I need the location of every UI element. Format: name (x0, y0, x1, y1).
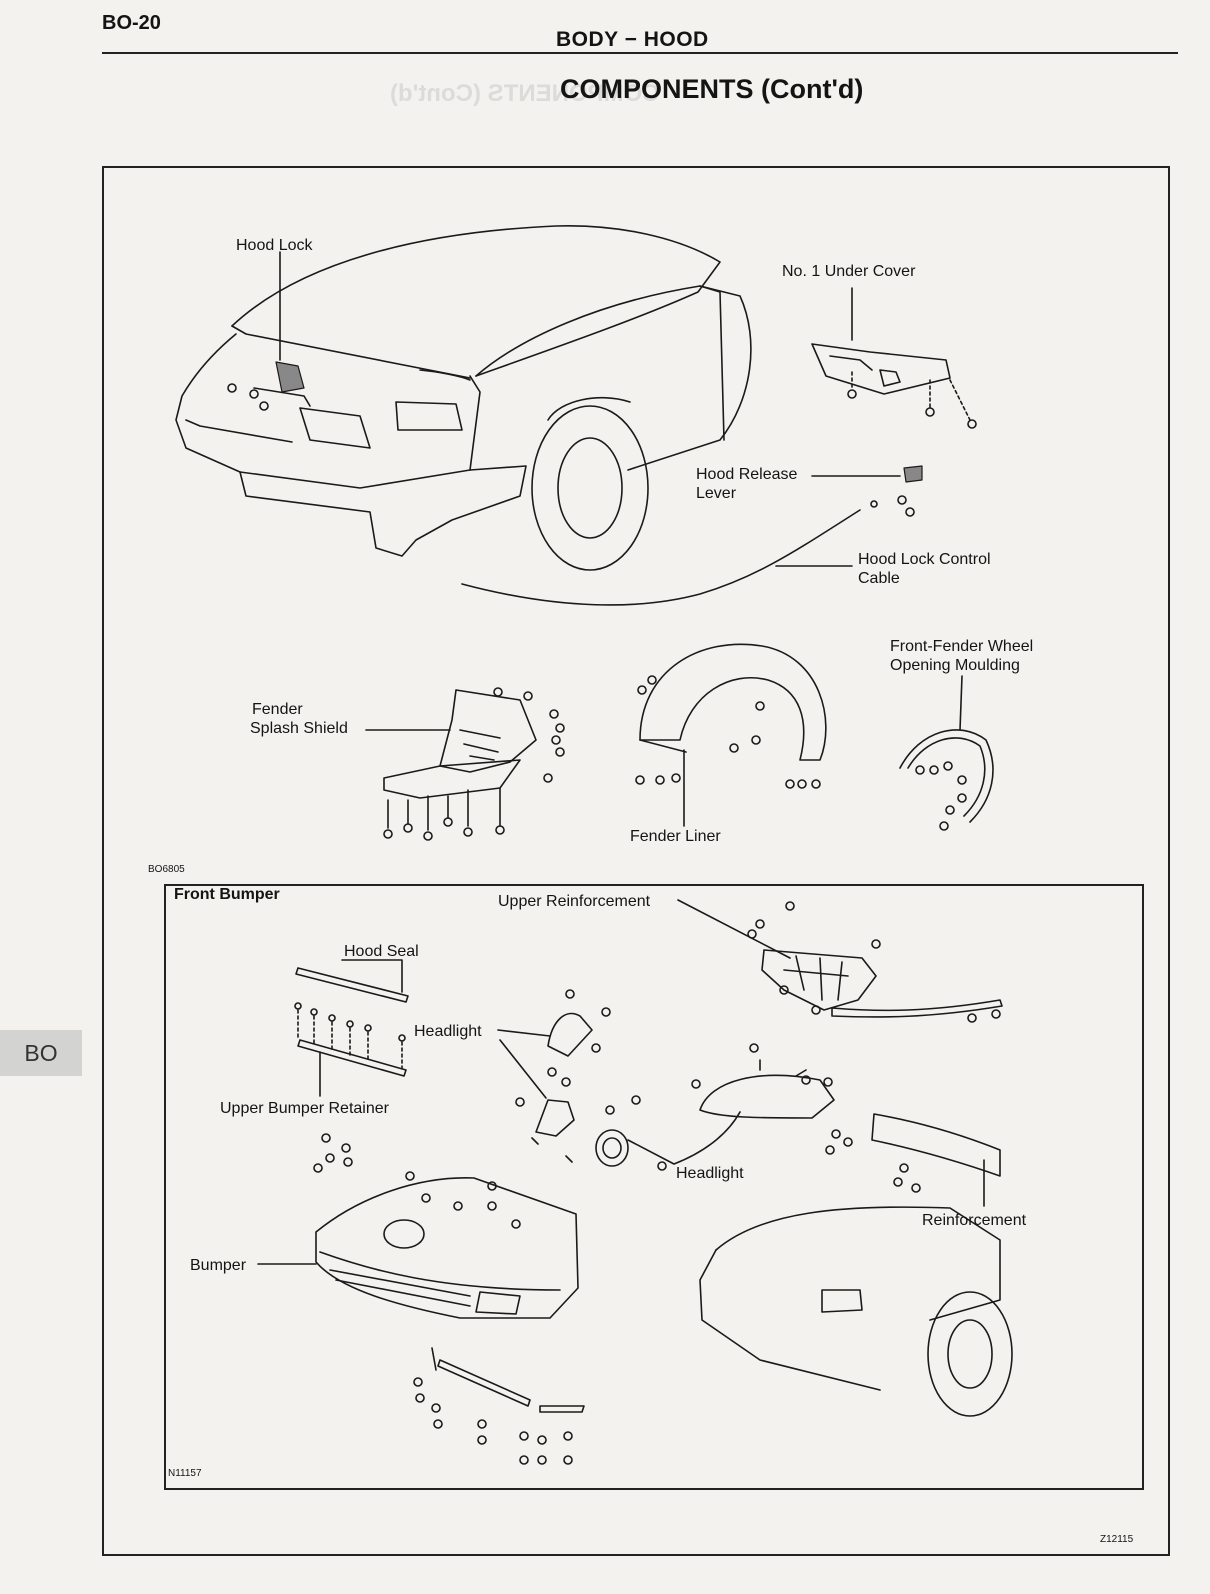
label-headlight-right: Headlight (676, 1165, 744, 1182)
wheel-opening-moulding-part (899, 675, 994, 831)
label-upper-reinforcement: Upper Reinforcement (498, 893, 651, 910)
bumper-cover-part (257, 1133, 579, 1319)
figure-code-corner: Z12115 (1100, 1534, 1134, 1545)
label-hood-release-lever-line1: Hood Release (696, 466, 798, 483)
diagram-frame (102, 166, 1170, 1556)
label-fender-splash-shield-line2: Splash Shield (250, 720, 348, 737)
page-number: BO-20 (102, 12, 161, 34)
label-hood-seal: Hood Seal (344, 943, 419, 960)
fender-liner-part (635, 643, 827, 827)
label-fender-liner: Fender Liner (630, 828, 721, 845)
label-hood-release-lever-line2: Lever (696, 485, 737, 502)
front-bumper-frame (164, 884, 1144, 1490)
headlight-bracket-part (499, 1039, 575, 1163)
section-title: BODY − HOOD (556, 28, 709, 51)
car-front-illustration (175, 225, 752, 571)
label-headlight-left: Headlight (414, 1023, 482, 1040)
label-hood-lock: Hood Lock (236, 237, 313, 254)
fender-splash-shield-part (365, 687, 565, 841)
car-front-lower-illustration (699, 1206, 1013, 1417)
label-front-fender-wheel-line2: Opening Moulding (890, 657, 1020, 674)
label-hood-lock-control-cable-line1: Hood Lock Control (858, 551, 991, 568)
figure-code-bottom: N11157 (168, 1468, 202, 1479)
label-bumper: Bumper (190, 1257, 247, 1274)
label-hood-lock-control-cable-line2: Cable (858, 570, 900, 587)
headlight-upper-part (497, 989, 611, 1057)
page-title: COMPONENTS (Cont'd) (560, 74, 864, 104)
front-bumper-heading: Front Bumper (174, 886, 280, 903)
reinforcement-part (825, 1113, 1001, 1207)
splash-shield-screws (383, 787, 505, 841)
section-thumb-tab: BO (0, 1030, 82, 1076)
hood-seal-part (295, 959, 409, 1003)
figure-code-top: BO6805 (148, 864, 185, 875)
label-reinforcement: Reinforcement (922, 1212, 1027, 1229)
upper-reinforcement-part (677, 899, 1003, 1023)
no1-under-cover-part (811, 287, 977, 429)
label-front-fender-wheel-line1: Front-Fender Wheel (890, 638, 1034, 655)
headlight-main-part (691, 1043, 835, 1119)
fog-lamp-part (595, 1095, 741, 1171)
label-no1-under-cover: No. 1 Under Cover (782, 263, 916, 280)
upper-bumper-retainer-part (294, 1002, 407, 1097)
hood-lock-control-cable-part (461, 500, 878, 606)
lower-brackets-part (413, 1347, 585, 1465)
header-rule (102, 52, 1178, 54)
hood-release-lever-part (811, 465, 923, 517)
label-fender-splash-shield-line1: Fender (252, 701, 303, 718)
label-upper-bumper-retainer: Upper Bumper Retainer (220, 1100, 389, 1117)
